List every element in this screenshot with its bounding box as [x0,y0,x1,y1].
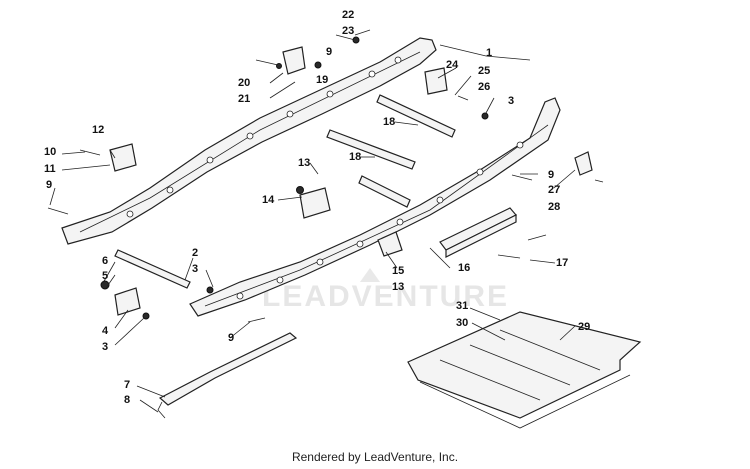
leader-lines [49,29,576,413]
callout-15: 15 [392,265,404,277]
callout-28: 28 [548,201,560,213]
callout-9: 9 [46,179,52,191]
callout-9: 9 [548,169,554,181]
callout-14: 14 [262,194,275,206]
callout-9: 9 [326,46,332,58]
callout-19: 19 [316,74,328,86]
callout-11: 11 [44,163,56,175]
rail-front [189,97,561,317]
callout-4: 4 [102,325,109,337]
callout-27: 27 [548,184,560,196]
callout-3: 3 [508,95,514,107]
callout-18: 18 [349,151,361,163]
callout-7: 7 [124,379,130,391]
callout-8: 8 [124,394,130,406]
callout-5: 5 [102,270,108,282]
callout-1: 1 [486,47,492,59]
callout-3: 3 [192,263,198,275]
callout-17: 17 [556,257,568,269]
callout-16: 16 [458,262,470,274]
render-credit: Rendered by LeadVenture, Inc. [291,450,459,464]
callout-18: 18 [383,116,395,128]
callout-9: 9 [228,332,234,344]
callout-20: 20 [238,77,250,89]
callout-24: 24 [446,59,459,71]
callout-22: 22 [342,9,354,21]
callout-13: 13 [392,281,404,293]
callout-25: 25 [478,65,490,77]
callout-10: 10 [44,146,56,158]
callout-13: 13 [298,157,310,169]
callout-26: 26 [478,81,490,93]
rail-holes [126,56,524,300]
rail-rear [61,37,437,245]
track-belt [407,311,642,429]
hifax-slide [157,332,298,419]
watermark: LEADVENTURE [262,268,509,313]
callout-30: 30 [456,317,468,329]
axle-bracket [114,249,191,289]
slide-block [439,207,517,258]
watermark-text: LEADVENTURE [262,280,509,313]
callout-3: 3 [102,341,108,353]
callout-12: 12 [92,124,104,136]
callout-29: 29 [578,321,590,333]
callout-labels: 1 2 3 3 3 4 5 6 7 8 9 9 9 9 10 11 12 13 … [44,9,590,406]
callout-6: 6 [102,255,108,267]
callout-21: 21 [238,93,250,105]
brackets [109,46,593,316]
callout-23: 23 [342,25,354,37]
fasteners [47,34,604,323]
callout-2: 2 [192,247,198,259]
callout-31: 31 [456,300,468,312]
cross-shafts [326,94,456,208]
